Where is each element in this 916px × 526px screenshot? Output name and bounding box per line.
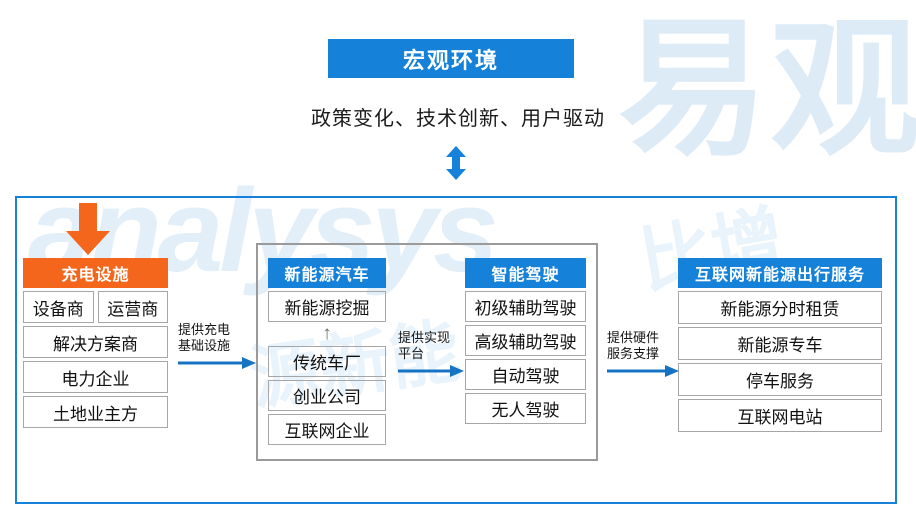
column-intelligent-driving: 智能驾驶 初级辅助驾驶 高级辅助驾驶 自动驾驶 无人驾驶 <box>465 258 586 424</box>
double-vertical-arrow-icon <box>443 146 469 180</box>
column-charging-facilities: 充电设施 设备商 运营商 解决方案商 电力企业 土地业主方 <box>23 258 168 428</box>
right-arrow-icon <box>398 364 470 383</box>
connector-nev-to-driving: 提供实现 平台 <box>398 330 470 383</box>
down-arrow-icon <box>65 203 111 255</box>
cell-internet-enterprise[interactable]: 互联网企业 <box>268 414 386 445</box>
connector-charging-to-nev: 提供充电 基础设施 <box>178 322 258 375</box>
cell-operator[interactable]: 运营商 <box>97 291 168 323</box>
up-arrow-icon: ↑ <box>322 322 332 344</box>
cell-internet-charging-station[interactable]: 互联网电站 <box>678 399 882 432</box>
connector-label-2: 提供实现 平台 <box>398 330 451 362</box>
cell-automated-driving[interactable]: 自动驾驶 <box>465 359 586 390</box>
cell-power-enterprise[interactable]: 电力企业 <box>23 361 168 393</box>
column-header-internet-nev-travel-service: 互联网新能源出行服务 <box>678 258 882 288</box>
column-header-charging-facilities: 充电设施 <box>23 258 168 288</box>
macro-environment-subtitle: 政策变化、技术创新、用户驱动 <box>311 108 605 130</box>
right-arrow-icon <box>178 356 258 375</box>
cell-traditional-automaker[interactable]: 传统车厂 <box>268 346 386 377</box>
cell-nev-exploration[interactable]: 新能源挖掘 <box>268 291 386 322</box>
cell-solution-provider[interactable]: 解决方案商 <box>23 326 168 358</box>
cell-advanced-assisted-driving[interactable]: 高级辅助驾驶 <box>465 325 586 356</box>
column-new-energy-vehicle: 新能源汽车 新能源挖掘 ↑ 传统车厂 创业公司 互联网企业 <box>268 258 386 445</box>
nev-driving-group-box <box>256 243 598 461</box>
cell-startup-company[interactable]: 创业公司 <box>268 380 386 411</box>
column-header-intelligent-driving: 智能驾驶 <box>465 258 586 288</box>
cell-nev-timeshare-rental[interactable]: 新能源分时租赁 <box>678 291 882 324</box>
connector-label-1: 提供充电 基础设施 <box>178 322 231 354</box>
cell-parking-service[interactable]: 停车服务 <box>678 363 882 396</box>
cell-equipment-vendor[interactable]: 设备商 <box>23 291 94 323</box>
connector-label-3: 提供硬件 服务支撑 <box>607 330 660 362</box>
connector-driving-to-service: 提供硬件 服务支撑 <box>607 330 683 383</box>
column-header-new-energy-vehicle: 新能源汽车 <box>268 258 386 288</box>
right-arrow-icon <box>607 364 683 383</box>
column-internet-nev-travel-service: 互联网新能源出行服务 新能源分时租赁 新能源专车 停车服务 互联网电站 <box>678 258 882 432</box>
charging-row-1: 设备商 运营商 <box>23 291 168 323</box>
industry-chain-panel <box>15 196 897 504</box>
macro-environment-title: 宏观环境 <box>328 39 574 78</box>
cell-basic-assisted-driving[interactable]: 初级辅助驾驶 <box>465 291 586 322</box>
cell-nev-chauffeur[interactable]: 新能源专车 <box>678 327 882 360</box>
cell-unmanned-driving[interactable]: 无人驾驶 <box>465 393 586 424</box>
cell-land-owner[interactable]: 土地业主方 <box>23 396 168 428</box>
